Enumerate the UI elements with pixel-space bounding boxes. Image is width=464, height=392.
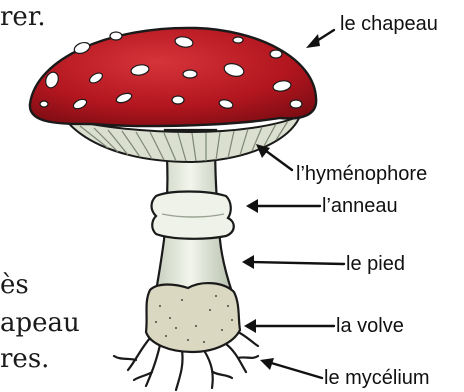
arrow-volve — [244, 319, 334, 333]
arrow-anneau — [246, 199, 320, 213]
text-fragment-2: ès — [0, 272, 29, 298]
label-chapeau: le chapeau — [340, 14, 438, 34]
label-volve: la volve — [336, 316, 404, 336]
label-mycelium: le mycélium — [324, 368, 430, 388]
label-hymenophore: l’hyménophore — [296, 164, 427, 184]
label-pied: le pied — [346, 254, 405, 274]
arrow-hymenophore — [256, 144, 292, 170]
text-fragment-4: res. — [0, 346, 49, 372]
text-fragment-3: apeau — [0, 310, 80, 336]
arrow-mycelium — [260, 358, 322, 378]
cap-shape — [30, 28, 316, 126]
volve-shape — [146, 283, 240, 352]
arrow-pied — [242, 255, 344, 269]
label-anneau: l’anneau — [322, 196, 398, 216]
text-fragment-1: rer. — [0, 4, 46, 30]
arrow-chapeau — [306, 30, 334, 48]
